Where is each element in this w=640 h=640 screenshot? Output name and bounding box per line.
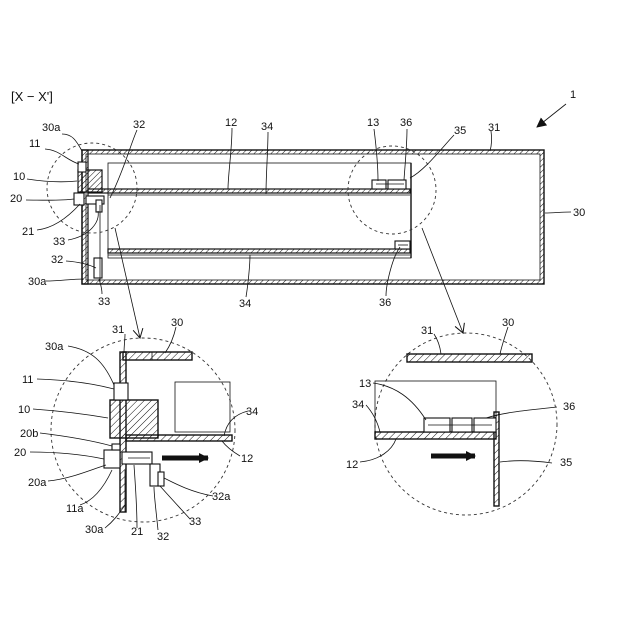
- lower-rail-34: [108, 249, 410, 253]
- d1-label-30a-b: 30a: [85, 524, 104, 536]
- d1-label-33: 33: [189, 516, 201, 528]
- label-35-top: 35: [454, 125, 466, 137]
- housing-outer-wall: [82, 150, 544, 284]
- label-30a-bot: 30a: [28, 276, 47, 288]
- d1-label-20: 20: [14, 447, 26, 459]
- d1-label-32a: 32a: [212, 491, 231, 503]
- d1-part-20b: [112, 444, 120, 450]
- d1-part-20: [104, 450, 120, 468]
- d1-label-30a: 30a: [45, 341, 64, 353]
- d1-label-20a: 20a: [28, 477, 47, 489]
- latch-36-upper: [388, 180, 406, 189]
- d1-block-10: [110, 400, 158, 438]
- detail-right-view: [360, 327, 557, 515]
- d2-label-35: 35: [560, 457, 572, 469]
- housing-inner-wall: [86, 154, 540, 280]
- d1-pin-32a: [158, 472, 164, 486]
- label-20-top: 20: [10, 193, 22, 205]
- label-12-top: 12: [225, 117, 237, 129]
- d1-label-31: 31: [112, 324, 124, 336]
- reference-arrow-1: [537, 104, 566, 127]
- label-36-top: 36: [400, 117, 412, 129]
- label-33-bot: 33: [98, 296, 110, 308]
- housing-right-wall-hatch: [540, 150, 544, 284]
- d2-label-36: 36: [563, 401, 575, 413]
- d1-label-11a: 11a: [66, 503, 84, 515]
- d1-inner-box: [175, 382, 230, 432]
- label-31-top: 31: [488, 122, 500, 134]
- housing-top-wall-hatch: [86, 150, 544, 154]
- part-20: [74, 193, 84, 205]
- label-34-top: 34: [261, 121, 273, 133]
- section-label: [X − X']: [11, 89, 53, 104]
- inner-compartment: [108, 163, 411, 258]
- d2-label-13: 13: [359, 378, 371, 390]
- d1-label-20b: 20b: [20, 428, 38, 440]
- detail-right-leader-lines: [360, 327, 557, 463]
- label-34-bot: 34: [239, 298, 251, 310]
- d1-label-34: 34: [246, 406, 258, 418]
- label-11-top: 11: [29, 138, 40, 150]
- d2-rail: [375, 432, 496, 439]
- d1-part-11: [114, 383, 128, 400]
- d1-rail-12: [126, 435, 232, 441]
- label-10-top: 10: [13, 171, 25, 183]
- d2-label-31: 31: [421, 325, 433, 337]
- label-36-bot: 36: [379, 297, 391, 309]
- label-32-mid: 32: [51, 254, 63, 266]
- label-30a-top: 30a: [42, 122, 61, 134]
- upper-rail-12: [88, 189, 410, 193]
- d1-label-12: 12: [241, 453, 253, 465]
- d2-label-12: 12: [346, 459, 358, 471]
- part-32-upper: [96, 200, 102, 212]
- d1-label-10: 10: [18, 404, 30, 416]
- latch-13: [372, 180, 386, 189]
- part-11: [78, 162, 86, 172]
- d1-top-wall: [123, 352, 192, 360]
- label-21-top: 21: [22, 226, 34, 238]
- d2-label-30: 30: [502, 317, 514, 329]
- d1-label-30: 30: [171, 317, 183, 329]
- housing-bottom-wall-hatch: [86, 280, 544, 284]
- d2-top-wall: [407, 354, 532, 362]
- label-32-top: 32: [133, 119, 145, 131]
- d1-label-11: 11: [22, 374, 33, 386]
- label-13-top: 13: [367, 117, 379, 129]
- d1-label-32: 32: [157, 531, 169, 543]
- label-1: 1: [570, 89, 576, 101]
- label-33-top: 33: [53, 236, 65, 248]
- block-10: [78, 170, 102, 192]
- label-30-right: 30: [573, 207, 585, 219]
- d1-label-21: 21: [131, 526, 143, 538]
- d2-label-34: 34: [352, 399, 364, 411]
